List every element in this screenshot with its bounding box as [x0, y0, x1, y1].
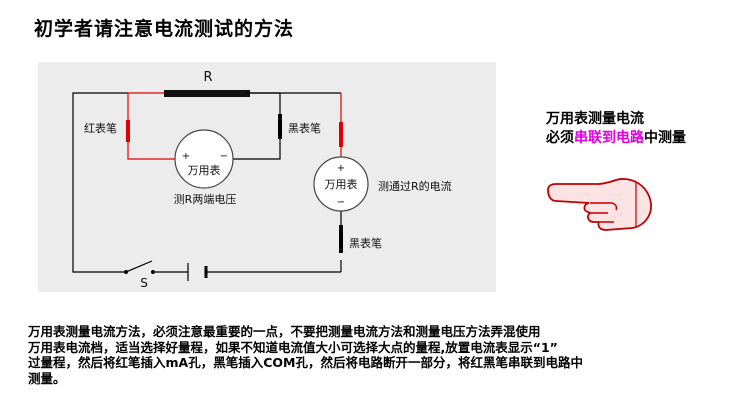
meter-left-plus: +	[182, 151, 190, 162]
meter-right-minus: −	[337, 197, 345, 208]
resistor	[164, 90, 250, 97]
meter-right-caption: 测通过R的电流	[378, 179, 452, 193]
meter-left-minus: −	[220, 151, 228, 162]
meter-left-caption: 测R两端电压	[174, 193, 237, 206]
switch-contact	[151, 270, 155, 274]
red-probe-label: 红表笔	[84, 121, 117, 135]
side-note-prefix: 必须	[546, 130, 574, 146]
side-note-suffix: 中测量	[644, 130, 686, 146]
meter-left	[174, 129, 234, 189]
right-red-probe	[339, 122, 343, 147]
wire-left	[72, 92, 128, 273]
side-note: 万用表测量电流 必须串联到电路中测量	[546, 110, 686, 148]
red-probe	[126, 120, 130, 142]
meter-left-label: 万用表	[188, 163, 221, 177]
pointing-hand-icon	[544, 176, 656, 238]
left-black-lead	[231, 92, 281, 160]
switch-label: S	[140, 276, 148, 290]
page-title: 初学者请注意电流测试的方法	[34, 18, 295, 40]
side-note-line2: 必须串联到电路中测量	[546, 129, 686, 148]
switch-blade	[125, 260, 153, 273]
black-probe-top	[278, 114, 282, 139]
circuit-diagram: R + − 万用表 测R两端电压 + 万用表 − 测通过R的电流 红表笔 黑表笔…	[38, 62, 496, 292]
circuit-svg: R + − 万用表 测R两端电压 + 万用表 − 测通过R的电流 红表笔 黑表笔…	[72, 70, 452, 290]
meter-right-plus: +	[337, 163, 345, 174]
resistor-label: R	[203, 70, 212, 85]
meter-right-label: 万用表	[325, 177, 358, 191]
side-note-highlight: 串联到电路	[574, 130, 644, 146]
black-probe-label-top: 黑表笔	[288, 121, 321, 135]
meter-right	[313, 156, 369, 212]
black-probe-label-bottom: 黑表笔	[349, 236, 382, 250]
black-probe-bottom	[339, 225, 343, 253]
side-note-line1: 万用表测量电流	[546, 111, 644, 127]
left-red-lead	[127, 93, 176, 160]
footer-explanation: 万用表测量电流方法，必须注意最重要的一点，不要把测量电流方法和测量电压方法弄混使…	[28, 324, 583, 386]
